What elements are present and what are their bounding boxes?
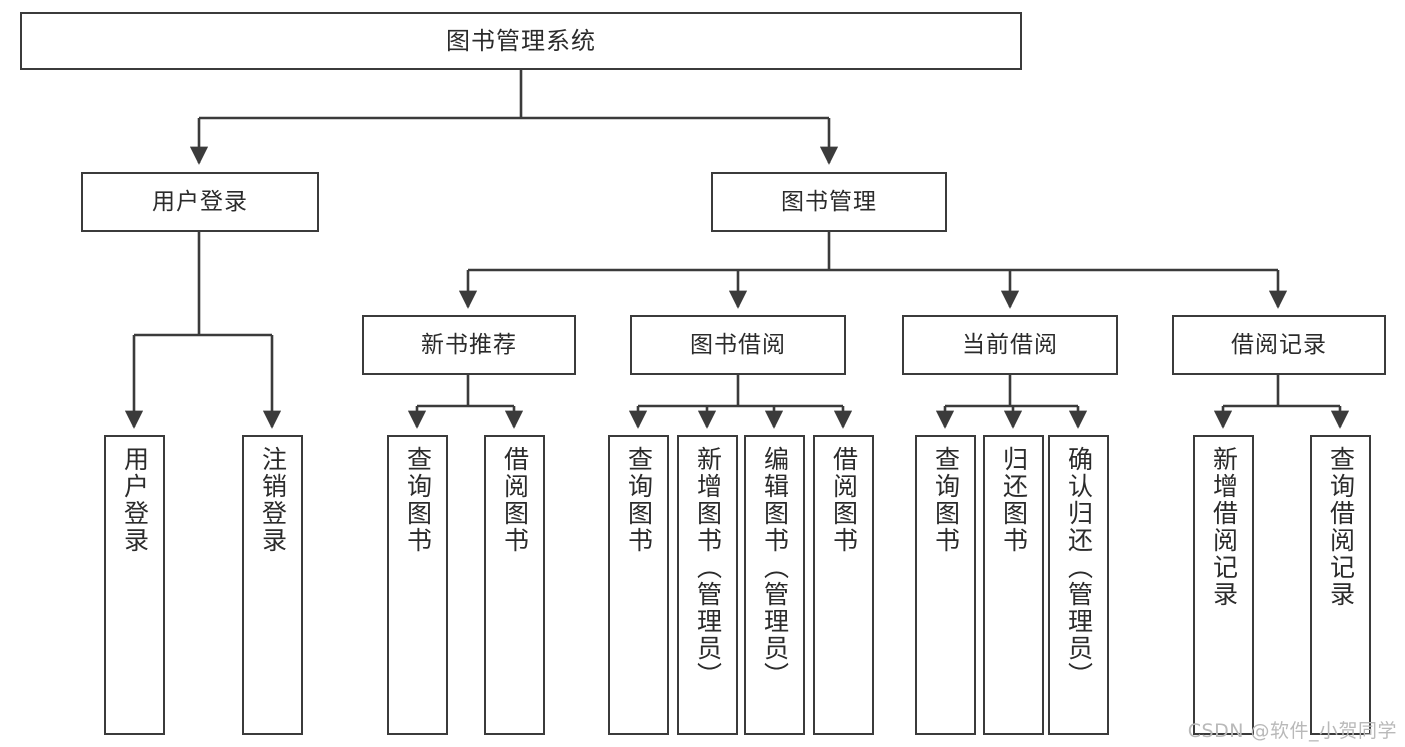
leaf-borrow-record-add-record[interactable]: 新增借阅记录 [1193,435,1254,735]
node-label: 图书管理系统 [446,27,596,55]
node-label: 新增图书（管理员） [693,446,723,689]
node-new-book-recommendation[interactable]: 新书推荐 [362,315,576,375]
leaf-book-borrow-query-book[interactable]: 查询图书 [608,435,669,735]
node-root-library-system[interactable]: 图书管理系统 [20,12,1022,70]
node-label: 用户登录 [152,188,248,215]
node-label: 用户登录 [120,446,150,554]
node-label: 借阅图书 [829,446,859,554]
node-label: 新书推荐 [421,331,517,358]
node-book-borrow[interactable]: 图书借阅 [630,315,846,375]
leaf-user-login-logout[interactable]: 注销登录 [242,435,303,735]
node-label: 图书借阅 [690,331,786,358]
leaf-user-login-login[interactable]: 用户登录 [104,435,165,735]
leaf-current-borrow-confirm-return-admin[interactable]: 确认归还（管理员） [1048,435,1109,735]
node-label: 确认归还（管理员） [1064,446,1094,689]
leaf-current-borrow-return-book[interactable]: 归还图书 [983,435,1044,735]
node-label: 借阅记录 [1231,331,1327,358]
leaf-new-book-query-book[interactable]: 查询图书 [387,435,448,735]
node-label: 图书管理 [781,188,877,215]
node-label: 查询借阅记录 [1326,446,1356,608]
node-label: 查询图书 [624,446,654,554]
node-label: 注销登录 [258,446,288,554]
leaf-book-borrow-borrow-book[interactable]: 借阅图书 [813,435,874,735]
node-user-login[interactable]: 用户登录 [81,172,319,232]
node-label: 查询图书 [403,446,433,554]
node-current-borrow[interactable]: 当前借阅 [902,315,1118,375]
node-label: 查询图书 [931,446,961,554]
node-label: 当前借阅 [962,331,1058,358]
node-borrow-record[interactable]: 借阅记录 [1172,315,1386,375]
leaf-new-book-borrow-book[interactable]: 借阅图书 [484,435,545,735]
leaf-book-borrow-edit-book-admin[interactable]: 编辑图书（管理员） [744,435,805,735]
node-label: 编辑图书（管理员） [760,446,790,689]
node-label: 归还图书 [999,446,1029,554]
node-label: 借阅图书 [500,446,530,554]
node-book-management[interactable]: 图书管理 [711,172,947,232]
leaf-book-borrow-add-book-admin[interactable]: 新增图书（管理员） [677,435,738,735]
node-label: 新增借阅记录 [1209,446,1239,608]
leaf-borrow-record-query-record[interactable]: 查询借阅记录 [1310,435,1371,735]
leaf-current-borrow-query-book[interactable]: 查询图书 [915,435,976,735]
